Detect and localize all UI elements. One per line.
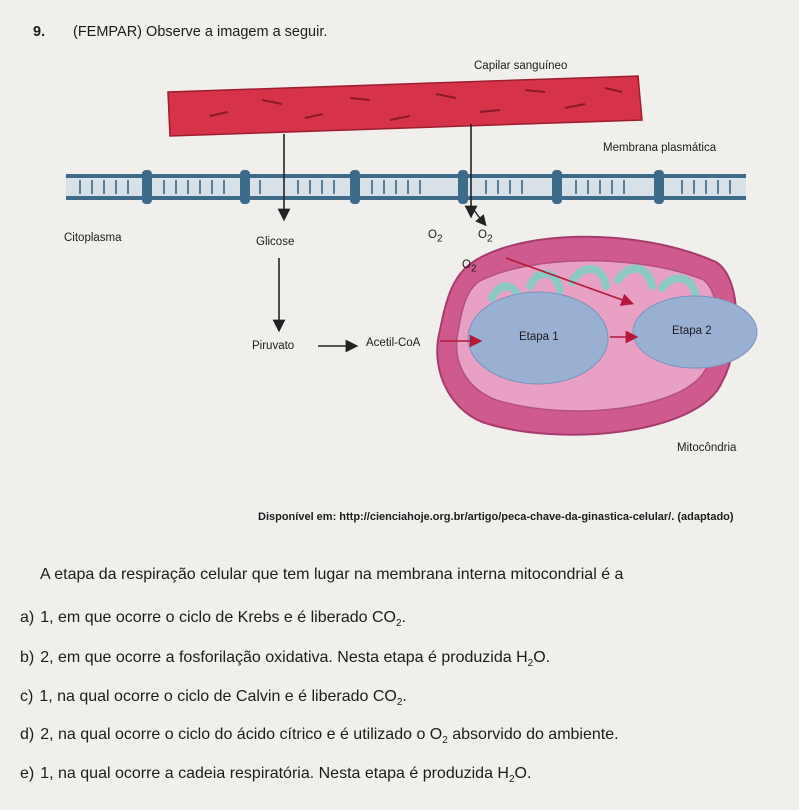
question-prompt: Observe a imagem a seguir. <box>146 24 328 40</box>
figure-drawing <box>66 75 758 436</box>
question-stem: A etapa da respiração celular que tem lu… <box>40 566 624 583</box>
label-capillary: Capilar sanguíneo <box>474 60 568 72</box>
label-pyruvate: Piruvato <box>252 340 295 352</box>
option-e[interactable]: e)1, na qual ocorre a cadeia respiratóri… <box>20 765 532 786</box>
question-header: 9. (FEMPAR) Observe a imagem a seguir. <box>33 24 327 40</box>
label-membrane: Membrana plasmática <box>603 142 717 154</box>
o2-to-stage2-arrow <box>505 257 635 306</box>
membrane-phospholipids <box>79 180 731 194</box>
mitochondrion-drawing <box>436 235 758 436</box>
stage1-ellipse <box>467 291 609 385</box>
respiration-figure: Capilar sanguíneo Membrana plasmática Ci… <box>0 50 799 480</box>
label-cytoplasm: Citoplasma <box>64 232 122 244</box>
option-c[interactable]: c)1, na qual ocorre o ciclo de Calvin e … <box>20 688 407 709</box>
label-glucose: Glicose <box>256 236 295 248</box>
option-a[interactable]: a)1, em que ocorre o ciclo de Krebs e é … <box>20 609 406 630</box>
option-b[interactable]: b)2, em que ocorre a fosforilação oxidat… <box>20 649 551 670</box>
capillary-shape <box>167 75 643 137</box>
label-o2-b: O2 <box>478 229 493 245</box>
question-source-tag: (FEMPAR) <box>73 24 143 40</box>
label-stage1: Etapa 1 <box>519 331 559 343</box>
membrane-proteins <box>142 170 664 204</box>
membrane-band <box>66 174 746 200</box>
option-d[interactable]: d)2, na qual ocorre o ciclo do ácido cít… <box>20 726 619 747</box>
label-o2-c: O2 <box>462 259 477 275</box>
label-stage2: Etapa 2 <box>672 325 712 337</box>
figure-source: Disponível em: http://cienciahoje.org.br… <box>258 511 734 523</box>
label-o2-a: O2 <box>428 229 443 245</box>
label-acetyl-coa: Acetil-CoA <box>366 337 421 349</box>
capillary-cells <box>209 87 623 121</box>
question-number: 9. <box>33 24 46 40</box>
label-mitochondrion: Mitocôndria <box>677 442 737 454</box>
